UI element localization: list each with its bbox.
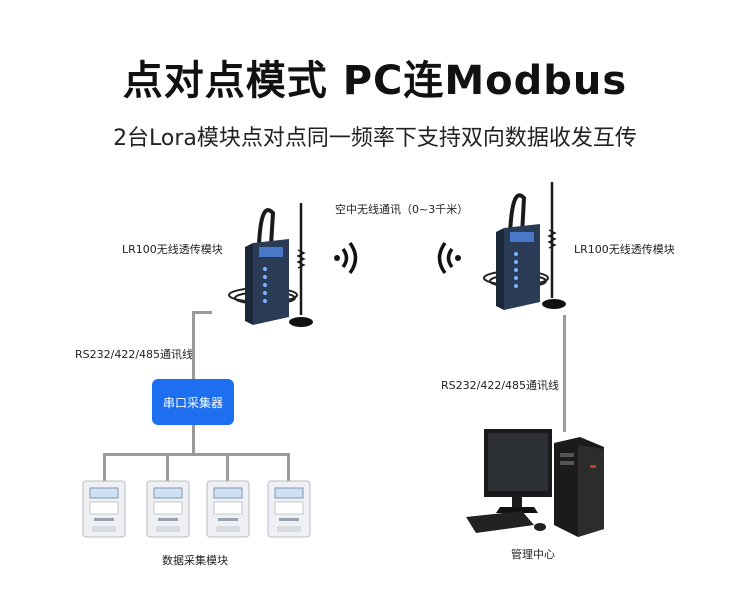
antenna-icon [257,203,313,327]
meter-drop-1 [103,453,106,483]
desktop-computer-icon [466,429,604,537]
left-module-cable [192,311,195,379]
right-module-cable [563,315,566,432]
energy-meter-icon [206,480,250,538]
left-lora-module [228,203,313,327]
left-module-label: LR100无线透传模块 [122,243,223,256]
meter-drop-4 [287,453,290,483]
left-module-cable-stub [192,311,212,314]
tower [554,437,604,537]
meter-drop-2 [166,453,169,483]
meters-label: 数据采集模块 [162,554,228,567]
wireless-signal-left-icon [437,241,461,275]
energy-meter-icon [146,480,190,538]
monitor [484,429,552,513]
serial-collector-box: 串口采集器 [152,379,234,425]
pc-label: 管理中心 [511,548,555,561]
lora-module-icon [496,224,540,310]
wireless-link-label: 空中无线通讯（0~3千米） [335,203,469,216]
page-subtitle: 2台Lora模块点对点同一频率下支持双向数据收发互传 [113,126,637,151]
collector-downlink [192,425,195,455]
collector-label: 串口采集器 [162,395,223,410]
wireless-signal-right-icon [334,241,358,275]
right-module-label: LR100无线透传模块 [574,243,675,256]
meter-bus [103,453,290,456]
left-cable-label: RS232/422/485通讯线 [75,348,194,361]
page-title: 点对点模式 PC连Modbus [122,58,628,104]
right-cable-label: RS232/422/485通讯线 [441,379,560,392]
keyboard [466,511,534,533]
energy-meter-icon [82,480,126,538]
meter-drop-3 [226,453,229,483]
mouse [534,523,546,531]
antenna-icon [508,182,566,309]
right-lora-module [483,182,566,310]
lora-module-icon [245,239,289,325]
energy-meter-icon [267,480,311,538]
